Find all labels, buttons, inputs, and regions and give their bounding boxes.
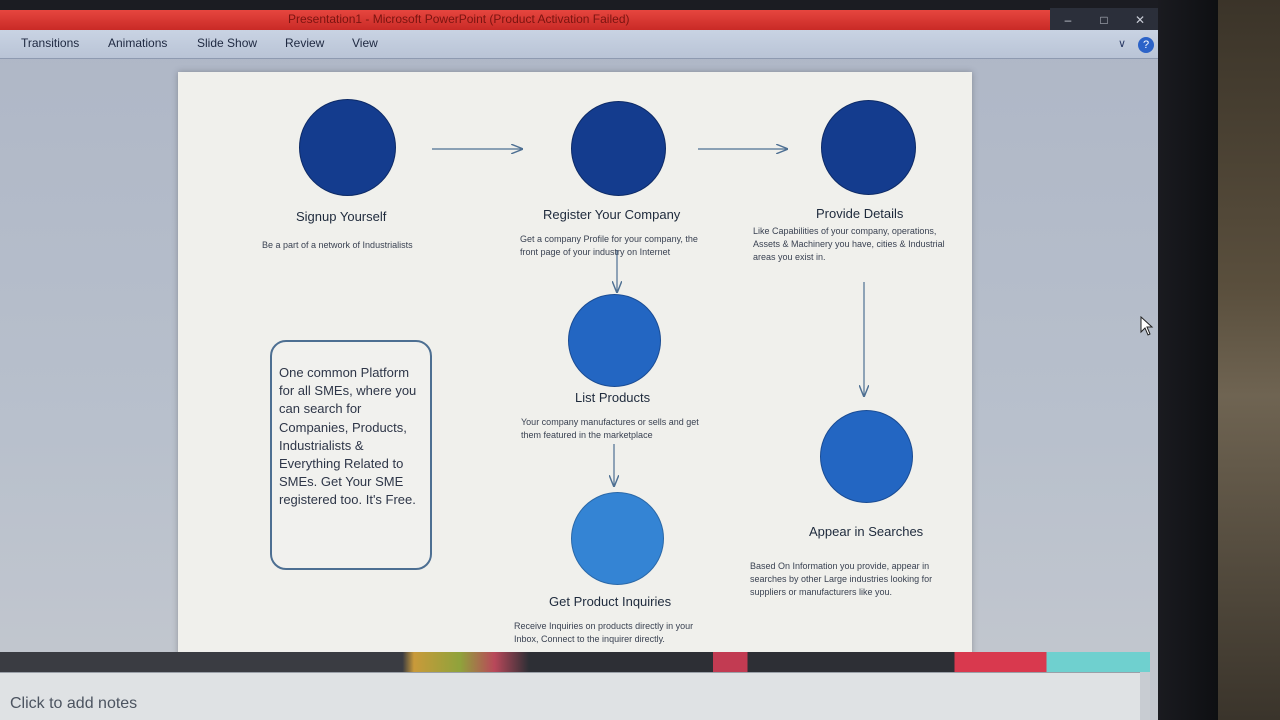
window-controls: – □ ✕: [1050, 8, 1158, 32]
step-list-products-circle: [568, 294, 661, 387]
info-callout-box: One common Platform for all SMEs, where …: [270, 340, 432, 570]
tab-animations[interactable]: Animations: [108, 36, 168, 50]
tab-review[interactable]: Review: [285, 36, 325, 50]
screen-top-edge: [0, 0, 1160, 10]
step-details-heading: Provide Details: [816, 206, 904, 221]
step-register-circle: [571, 101, 666, 196]
help-icon[interactable]: ?: [1138, 37, 1154, 53]
background-room: [1218, 0, 1280, 720]
step-inquiries-heading: Get Product Inquiries: [549, 594, 672, 609]
step-signup-heading: Signup Yourself: [296, 209, 387, 224]
step-signup-circle: [299, 99, 396, 196]
step-register-desc: Get a company Profile for your company, …: [520, 234, 698, 257]
step-details-desc: Like Capabilities of your company, opera…: [753, 226, 945, 262]
tab-transitions[interactable]: Transitions: [21, 36, 80, 50]
notes-pane[interactable]: Click to add notes: [0, 672, 1150, 720]
step-searches-heading: Appear in Searches: [809, 524, 924, 539]
callout-text: One common Platform for all SMEs, where …: [279, 365, 417, 508]
notes-scrollbar[interactable]: [1140, 672, 1150, 720]
slide-canvas[interactable]: Signup Yourself Be a part of a network o…: [178, 72, 972, 662]
tab-view[interactable]: View: [352, 36, 378, 50]
monitor-bezel: [1158, 0, 1218, 720]
title-bar: Presentation1 - Microsoft PowerPoint (Pr…: [0, 10, 1050, 30]
connector-arrows: [432, 72, 972, 662]
step-details-circle: [821, 100, 916, 195]
step-inquiries-circle: [571, 492, 664, 585]
step-searches-circle: [820, 410, 913, 503]
notes-placeholder: Click to add notes: [10, 695, 138, 712]
close-icon[interactable]: ✕: [1134, 13, 1146, 27]
step-register-heading: Register Your Company: [543, 207, 681, 222]
step-list-products-desc: Your company manufactures or sells and g…: [521, 417, 699, 440]
step-list-products-heading: List Products: [575, 390, 651, 405]
step-signup-desc: Be a part of a network of Industrialists: [262, 240, 413, 250]
maximize-icon[interactable]: □: [1100, 13, 1108, 27]
ribbon-tabs: Transitions Animations Slide Show Review…: [0, 30, 1158, 59]
ribbon-collapse-icon[interactable]: ∨: [1118, 38, 1127, 50]
tab-slide-show[interactable]: Slide Show: [197, 36, 258, 50]
step-searches-desc: Based On Information you provide, appear…: [750, 561, 933, 597]
taskbar-strip: [0, 652, 1150, 672]
step-inquiries-desc: Receive Inquiries on products directly i…: [514, 621, 694, 644]
window-title: Presentation1 - Microsoft PowerPoint (Pr…: [288, 12, 630, 26]
monitor-screen: Presentation1 - Microsoft PowerPoint (Pr…: [0, 0, 1160, 720]
minimize-icon[interactable]: –: [1064, 13, 1072, 27]
mouse-pointer-icon: [1140, 316, 1154, 336]
